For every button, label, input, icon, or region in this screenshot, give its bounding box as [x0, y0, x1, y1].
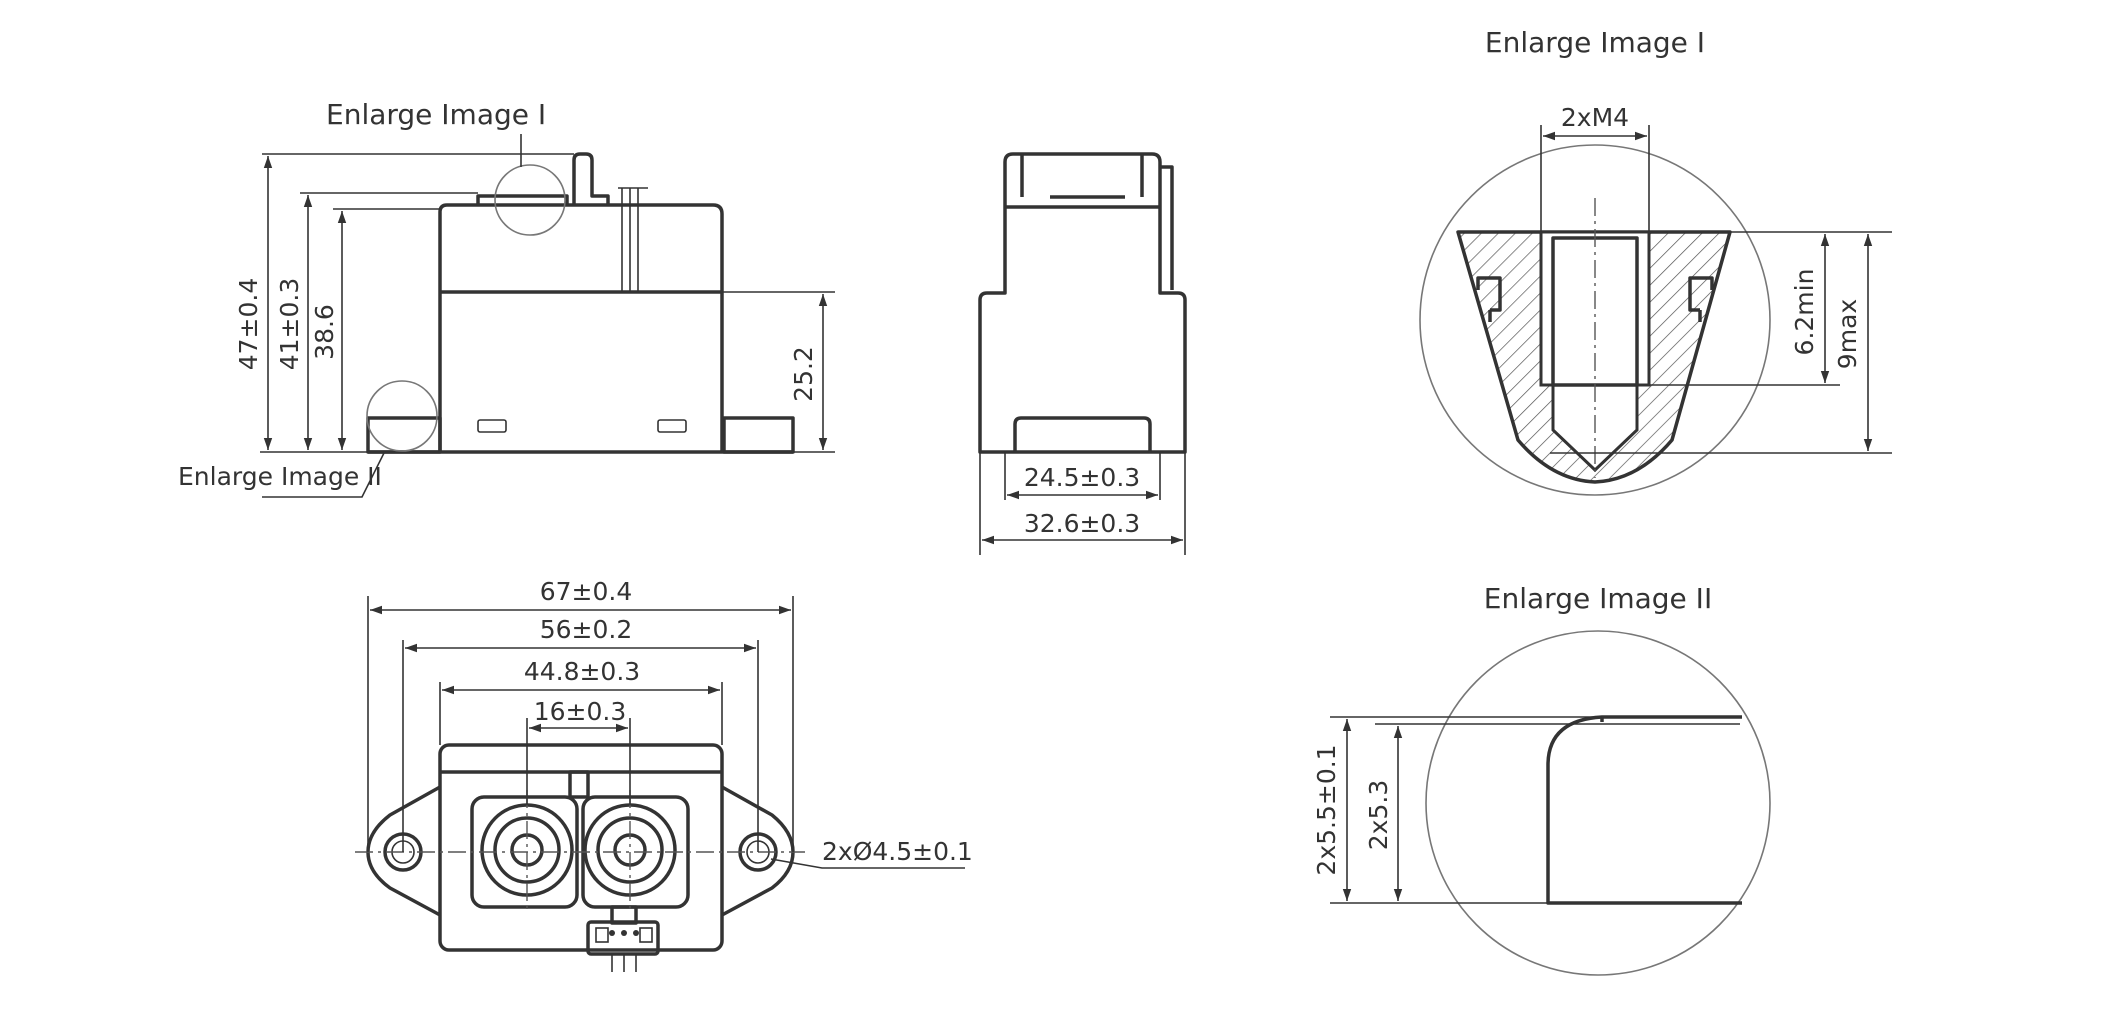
detail-2-frame — [1425, 630, 1771, 976]
front-body — [438, 203, 724, 452]
top-view: 2xØ4.5±0.1 67±0.4 56±0.2 44.8±0.3 16±0.3 — [355, 577, 973, 972]
enlarge-1-callout-label: Enlarge Image I — [326, 98, 546, 131]
dim-thread-depth: 6.2min — [1790, 269, 1819, 356]
dim-base-height: 25.2 — [789, 346, 818, 402]
dim-total-height: 47±0.4 — [234, 278, 263, 371]
side-body-outline — [978, 152, 1187, 454]
detail-1: Enlarge Image I 2xM4 6.2min 9max — [1419, 26, 1892, 496]
dim-outer: 2x5.5±0.1 — [1312, 744, 1341, 875]
detail-2-plate-profile — [1546, 715, 1742, 905]
dim-depth-max: 9max — [1833, 299, 1862, 369]
front-terminal-cap — [476, 194, 569, 205]
front-tall-tab — [572, 152, 610, 205]
terminal-right — [583, 803, 677, 897]
enlarge-1-callout-circle — [494, 164, 566, 236]
front-view: Enlarge Image I Enlarge Image II 47±0.4 … — [178, 98, 835, 498]
dim-inner: 2x5.3 — [1364, 780, 1393, 850]
dim-inner-width: 24.5±0.3 — [1024, 463, 1140, 492]
detail-1-frame — [1419, 144, 1771, 496]
dim-mount-pitch: 56±0.2 — [540, 615, 633, 644]
dim-thread: 2xM4 — [1561, 103, 1629, 132]
dim-hole: 2xØ4.5±0.1 — [822, 837, 973, 866]
enlarge-1-title: Enlarge Image I — [1485, 26, 1705, 59]
top-body — [438, 743, 724, 952]
side-view: 24.5±0.3 32.6±0.3 — [978, 152, 1187, 555]
dim-cover-height: 38.6 — [310, 304, 339, 360]
enlarge-2-callout-circle — [366, 380, 438, 452]
dim-terminal-pitch: 16±0.3 — [534, 697, 627, 726]
dim-body-length: 44.8±0.3 — [524, 657, 640, 686]
dim-terminal-height: 41±0.3 — [275, 278, 304, 371]
terminal-left — [480, 803, 574, 897]
detail-2: Enlarge Image II 2x5.5±0.1 2x5.3 — [1312, 582, 1771, 976]
dim-overall-length: 67±0.4 — [540, 577, 633, 606]
detail-1-thread-hole — [1539, 230, 1651, 473]
enlarge-2-callout-label: Enlarge Image II — [178, 462, 382, 491]
dim-outer-width: 32.6±0.3 — [1024, 509, 1140, 538]
top-flange-outline — [366, 785, 795, 917]
enlarge-2-title: Enlarge Image II — [1484, 582, 1712, 615]
